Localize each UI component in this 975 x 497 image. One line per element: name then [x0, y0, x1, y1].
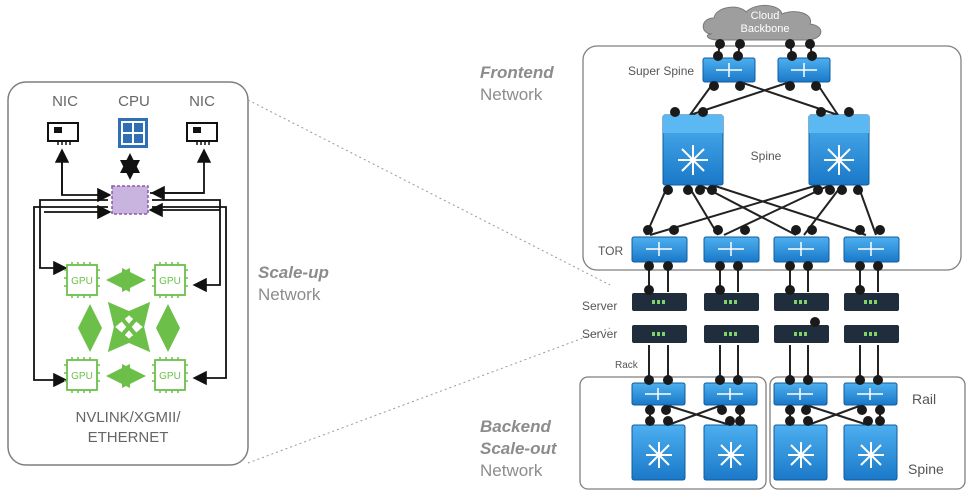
tor-switch-1: [631, 236, 688, 263]
svg-text:GPU: GPU: [71, 276, 93, 287]
servers-row-1: [632, 293, 899, 311]
cloud-label-line2: Backbone: [741, 23, 790, 35]
rail-switch-2: [703, 382, 758, 406]
pcie-switch-chip: [111, 185, 149, 215]
cpu-label: CPU: [118, 93, 150, 110]
rack-label: Rack: [615, 360, 639, 371]
tor-switch-2: [703, 236, 760, 263]
spine-switch-2: [808, 114, 870, 186]
rail-label: Rail: [912, 391, 936, 407]
backend-spine-switch-3: [773, 424, 828, 481]
gpu-top-left: GPU: [64, 262, 100, 298]
gpu-mesh-links: [78, 268, 180, 388]
nic-left-label: NIC: [52, 93, 78, 110]
gpu-top-right: GPU: [152, 262, 188, 298]
servers-row-2: [632, 325, 899, 343]
rail-switch-1: [631, 382, 686, 406]
spine-label: Spine: [751, 149, 782, 163]
frontend-frame: [582, 45, 962, 271]
svg-text:GPU: GPU: [71, 371, 93, 382]
port-dots: [643, 39, 885, 426]
nic-right-label: NIC: [189, 93, 215, 110]
svg-text:GPU: GPU: [159, 371, 181, 382]
gpu-bottom-left: GPU: [64, 357, 100, 393]
backend-spine-label: Spine: [908, 461, 944, 477]
backend-caption-bold1: Backend: [480, 417, 551, 436]
server-leds: [652, 300, 877, 336]
spine-switch-1: [662, 114, 724, 186]
super-spine-label: Super Spine: [628, 64, 694, 78]
backend-caption-bold2: Scale-out: [480, 439, 558, 458]
server-label-1: Server: [582, 299, 617, 313]
scaleup-caption-normal: Network: [258, 285, 321, 304]
tor-switch-3: [773, 236, 830, 263]
zoom-line-bottom: [247, 327, 611, 464]
backend-spine-switch-4: [843, 424, 898, 481]
zoom-line-top: [247, 99, 611, 286]
nic-right-icon: [186, 122, 218, 145]
tor-switch-4: [843, 236, 900, 263]
svg-text:GPU: GPU: [159, 276, 181, 287]
tor-label: TOR: [598, 244, 623, 258]
frontend-caption-bold: Frontend: [480, 63, 554, 82]
nic-left-icon: [47, 122, 79, 145]
rail-switch-3: [773, 382, 828, 406]
interconnect-label-line2: ETHERNET: [88, 429, 169, 446]
cpu-icon: [118, 118, 148, 148]
super-spine-switch-2: [777, 57, 831, 83]
super-spine-switch-1: [702, 57, 756, 83]
backend-spine-switch-2: [703, 424, 758, 481]
frontend-caption-normal: Network: [480, 85, 543, 104]
cloud-label-line1: Cloud: [751, 10, 780, 22]
server-label-2: Server: [582, 327, 617, 341]
scaleup-caption-bold: Scale-up: [258, 263, 329, 282]
rail-switch-4: [843, 382, 898, 406]
gpu-bottom-right: GPU: [152, 357, 188, 393]
cloud-backbone-icon: [702, 5, 822, 41]
backend-spine-switch-1: [631, 424, 686, 481]
interconnect-label-line1: NVLINK/XGMII/: [75, 409, 181, 426]
backend-caption-normal: Network: [480, 461, 543, 480]
